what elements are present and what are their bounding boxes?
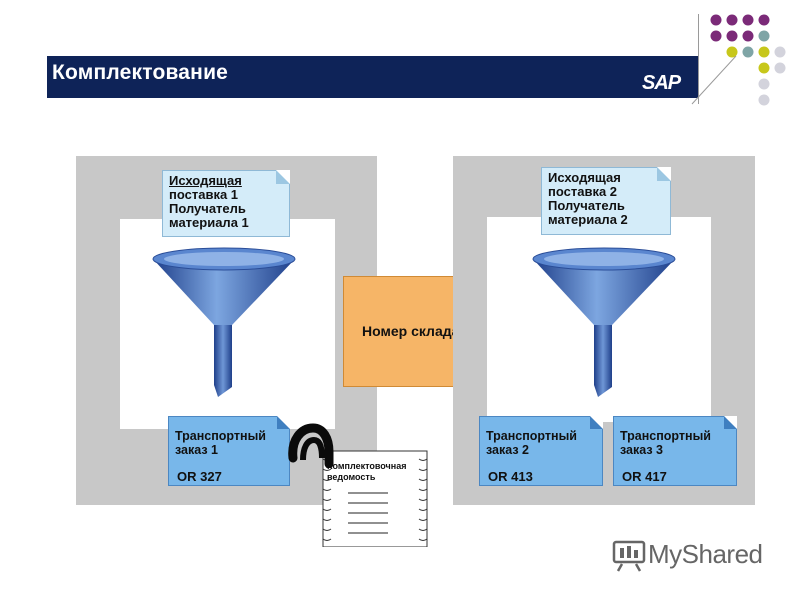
paper-clip-icon	[288, 423, 334, 468]
watermark-text: MyShared	[648, 539, 763, 569]
note-line: Получатель	[548, 198, 625, 213]
decor-dot	[726, 30, 738, 42]
transport-order-number: OR 327	[177, 469, 222, 484]
warehouse-question: Номер склада?	[362, 323, 468, 339]
decor-dot	[774, 62, 786, 74]
page-fold	[276, 170, 290, 184]
transport-order-number: OR 417	[622, 469, 667, 484]
decor-dot	[742, 14, 754, 26]
decor-dot	[758, 62, 770, 74]
picking-list-title: Комплектовочная ведомость	[327, 461, 407, 482]
sap-logo: SAP	[642, 72, 681, 94]
page-title: Комплектование	[52, 61, 229, 84]
decorative-dots	[710, 14, 786, 106]
decor-dot	[758, 14, 770, 26]
note-line: Исходящая	[169, 173, 242, 188]
note-line: поставка 2	[548, 184, 618, 199]
decor-dot	[758, 46, 770, 58]
page-fold	[590, 416, 603, 429]
transport-order-label: Транспортный заказ 3	[620, 429, 711, 457]
note-line: поставка 1	[169, 187, 239, 202]
page-fold	[657, 167, 671, 181]
title-bar	[47, 56, 698, 98]
note-line: материала 2	[548, 212, 628, 227]
decor-dot	[726, 46, 738, 58]
decor-dot	[758, 78, 770, 90]
decor-dot	[710, 14, 722, 26]
transport-order-label: Транспортный заказ 1	[175, 429, 266, 457]
transport-order-1: Транспортный заказ 1 OR 327	[168, 416, 290, 486]
picking-list-sheet	[322, 450, 428, 547]
decor-dot	[774, 46, 786, 58]
page-fold	[724, 416, 737, 429]
transport-order-label: Транспортный заказ 2	[486, 429, 577, 457]
transport-order-number: OR 413	[488, 469, 533, 484]
sap-logo-box: SAP	[640, 56, 698, 98]
right-delivery-note: Исходящая поставка 2 Получатель материал…	[541, 167, 671, 235]
decor-dot	[758, 94, 770, 106]
funnel-icon	[152, 247, 296, 397]
divider-line	[698, 14, 699, 104]
decor-dot	[742, 46, 754, 58]
decor-dot	[726, 14, 738, 26]
diagonal-divider	[691, 56, 737, 105]
decor-dot	[758, 30, 770, 42]
note-line: Получатель	[169, 201, 246, 216]
left-delivery-note: Исходящая поставка 1 Получатель материал…	[162, 170, 290, 237]
note-line: материала 1	[169, 215, 249, 230]
page-fold	[277, 416, 290, 429]
decor-dot	[710, 30, 722, 42]
note-line: Исходящая	[548, 170, 621, 185]
transport-order-2: Транспортный заказ 2 OR 413	[479, 416, 603, 486]
transport-order-3: Транспортный заказ 3 OR 417	[613, 416, 737, 486]
decor-dot	[742, 30, 754, 42]
funnel-icon	[532, 247, 676, 397]
myshared-logo-icon	[612, 540, 646, 572]
